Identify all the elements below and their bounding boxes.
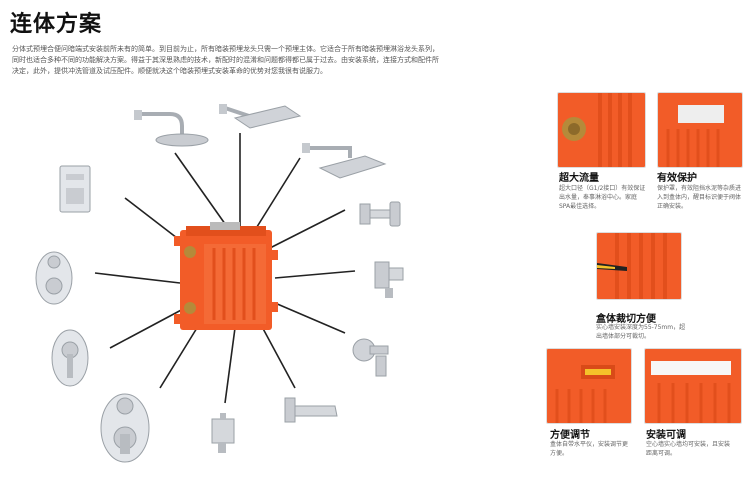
feature-desc-cutting: 实心墙安装深度为55-75mm，超出墙体部分可裁切。 xyxy=(596,324,686,340)
feature-image-cutting xyxy=(596,232,682,300)
feature-desc-install: 空心墙实心墙均可安装，且安装距离可调。 xyxy=(646,441,731,457)
feature-desc-protection: 保护罩，有效阻挡水泥等杂质进入到盒体内，醒目标识便于阀体正确安装。 xyxy=(657,185,742,210)
feature-image-install xyxy=(644,348,742,424)
overhead-shower-square-arm-icon xyxy=(302,143,387,179)
feature-title-install: 安装可调 xyxy=(646,430,686,441)
intro-text: 分体式预埋合便问暗端式安装前所未有的简单。到目前为止，所有暗装预埋龙头只需一个预… xyxy=(12,45,439,75)
wall-outlet-icon xyxy=(211,413,235,453)
shower-holder-icon xyxy=(359,201,401,227)
feature-title-flow: 超大流量 xyxy=(559,173,599,184)
overhead-shower-square-icon xyxy=(219,104,302,129)
diverter-square-icon xyxy=(59,165,91,213)
wall-elbow-icon xyxy=(374,261,404,298)
feature-title-cutting: 盒体裁切方便 xyxy=(596,314,656,325)
product-diagram xyxy=(0,88,540,500)
hand-shower-holder-icon xyxy=(352,338,389,377)
diverter-valve-round-icon xyxy=(100,393,150,463)
feature-title-adjust: 方便调节 xyxy=(550,430,590,441)
feature-image-flow xyxy=(557,92,646,168)
overhead-shower-round-icon xyxy=(134,110,209,147)
mixer-round-icon xyxy=(35,251,73,305)
feature-desc-adjust: 盒体自带水平仪，安装调节更方便。 xyxy=(550,441,629,457)
spout-icon xyxy=(284,397,338,423)
mixer-round-large-icon xyxy=(51,329,89,387)
feature-desc-flow: 超大口径（G1/2接口）有效保证出水量，奉事淋浴中心。家庭SPA最佳选择。 xyxy=(559,185,646,210)
orange-box-icon xyxy=(174,222,278,330)
feature-title-protection: 有效保护 xyxy=(657,173,697,184)
feature-image-protection xyxy=(657,92,743,168)
feature-image-adjust xyxy=(546,348,632,424)
page-title: 连体方案 xyxy=(10,12,103,37)
